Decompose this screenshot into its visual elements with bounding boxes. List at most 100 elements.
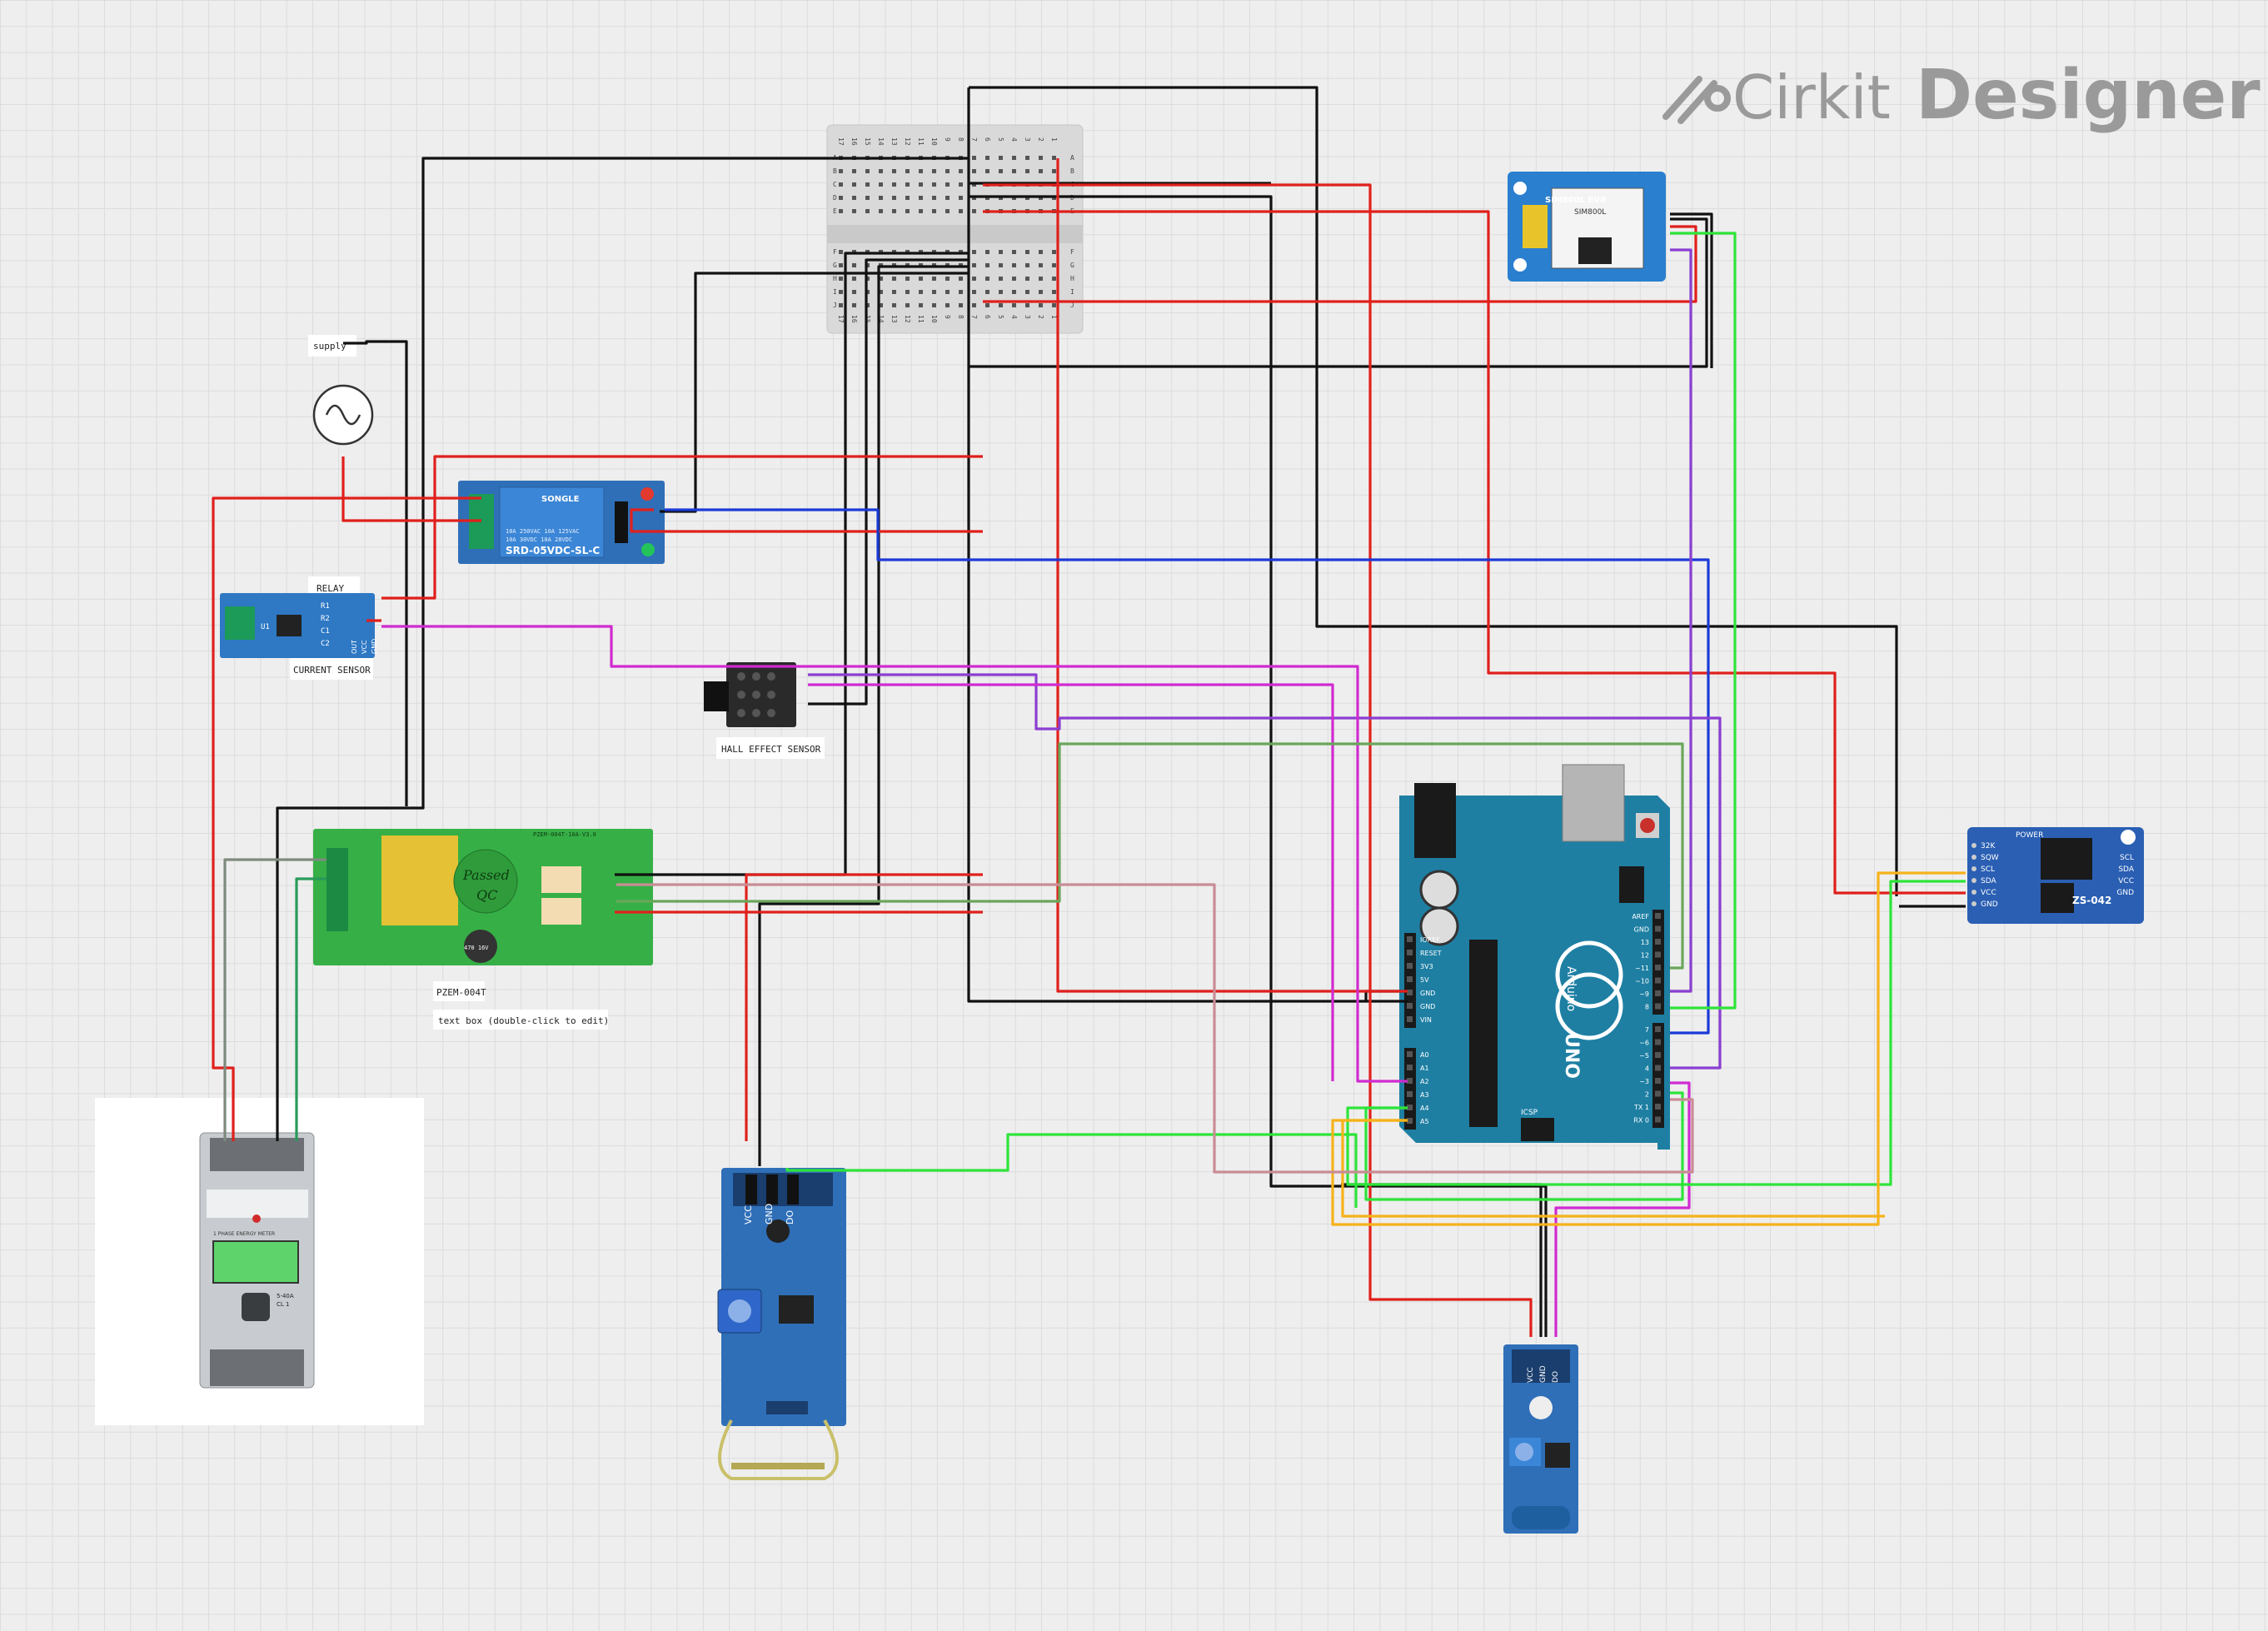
breadboard-hole[interactable] — [852, 169, 856, 173]
breadboard-hole[interactable] — [972, 169, 976, 173]
breadboard-hole[interactable] — [919, 277, 923, 281]
breadboard-hole[interactable] — [839, 209, 843, 213]
breadboard-hole[interactable] — [905, 209, 910, 213]
breadboard-hole[interactable] — [945, 182, 950, 187]
breadboard-hole[interactable] — [1052, 263, 1056, 267]
breadboard-hole[interactable] — [879, 290, 883, 294]
breadboard-hole[interactable] — [1025, 169, 1029, 173]
breadboard-hole[interactable] — [879, 303, 883, 307]
breadboard-hole[interactable] — [945, 169, 950, 173]
arduino-pin[interactable] — [1655, 977, 1661, 984]
arduino-pin[interactable] — [1407, 1051, 1413, 1057]
wire-red-9[interactable] — [745, 873, 983, 1141]
breadboard-hole[interactable] — [919, 303, 923, 307]
breadboard-hole[interactable] — [972, 250, 976, 254]
breadboard-hole[interactable] — [905, 169, 910, 173]
wire-pink-1[interactable] — [616, 883, 1694, 1174]
breadboard-hole[interactable] — [839, 169, 843, 173]
wire-black-5[interactable] — [969, 195, 1548, 1337]
rtc-pin[interactable] — [1971, 866, 1976, 871]
breadboard-hole[interactable] — [985, 169, 989, 173]
breadboard-hole[interactable] — [1012, 169, 1016, 173]
breadboard-hole[interactable] — [985, 303, 989, 307]
breadboard-hole[interactable] — [1039, 263, 1043, 267]
breadboard-hole[interactable] — [1012, 290, 1016, 294]
breadboard-hole[interactable] — [1052, 156, 1056, 160]
breadboard-hole[interactable] — [959, 290, 963, 294]
breadboard-hole[interactable] — [1012, 303, 1016, 307]
breadboard-hole[interactable] — [852, 209, 856, 213]
breadboard-hole[interactable] — [945, 290, 950, 294]
wire-darkgreen-3[interactable] — [295, 877, 326, 1141]
rtc-pin[interactable] — [1971, 890, 1976, 895]
wire-black-10[interactable] — [343, 340, 408, 806]
arduino-pin[interactable] — [1407, 936, 1413, 942]
breadboard-hole[interactable] — [892, 290, 896, 294]
breadboard-hole[interactable] — [905, 196, 910, 200]
wire-black-9[interactable] — [758, 265, 969, 1166]
wire-darkgreen-2[interactable] — [223, 858, 326, 1141]
wire-red-7[interactable] — [341, 456, 481, 522]
breadboard-hole[interactable] — [879, 209, 883, 213]
breadboard-hole[interactable] — [932, 182, 936, 187]
breadboard-hole[interactable] — [999, 169, 1003, 173]
pzem-module[interactable]: Passed QC 470 16V PZEM-004T-10A-V3.0 PZE… — [313, 829, 653, 1030]
breadboard-hole[interactable] — [945, 196, 950, 200]
breadboard-hole[interactable] — [852, 303, 856, 307]
wire-black-4[interactable] — [276, 157, 969, 1141]
wire-red-1[interactable] — [1056, 158, 1408, 993]
wire-blue-1[interactable] — [665, 508, 1710, 1035]
wire-magenta-3[interactable] — [808, 683, 1334, 1081]
breadboard-hole[interactable] — [959, 169, 963, 173]
arduino-pin[interactable] — [1655, 939, 1661, 945]
rtc-pin[interactable] — [1971, 878, 1976, 883]
wire-red-6[interactable] — [630, 508, 983, 533]
breadboard-hole[interactable] — [999, 290, 1003, 294]
breadboard-hole[interactable] — [1052, 277, 1056, 281]
wire-black-14[interactable] — [1670, 212, 1713, 368]
breadboard-hole[interactable] — [972, 303, 976, 307]
breadboard-hole[interactable] — [865, 182, 870, 187]
breadboard-hole[interactable] — [999, 250, 1003, 254]
breadboard-hole[interactable] — [932, 290, 936, 294]
arduino-pin[interactable] — [1407, 1003, 1413, 1009]
breadboard-hole[interactable] — [839, 182, 843, 187]
breadboard-hole[interactable] — [1025, 303, 1029, 307]
breadboard-hole[interactable] — [839, 263, 843, 267]
arduino-pin[interactable] — [1407, 1065, 1413, 1070]
breadboard-hole[interactable] — [972, 290, 976, 294]
rtc-pin[interactable] — [1971, 855, 1976, 860]
wire-black-7[interactable] — [808, 258, 969, 706]
breadboard-hole[interactable] — [1052, 169, 1056, 173]
wire-red-2[interactable] — [983, 183, 1533, 1337]
breadboard-hole[interactable] — [972, 263, 976, 267]
breadboard-hole[interactable] — [1025, 156, 1029, 160]
breadboard-hole[interactable] — [919, 209, 923, 213]
breadboard-hole[interactable] — [932, 196, 936, 200]
wire-green-3[interactable] — [785, 1133, 1358, 1208]
rtc-pin[interactable] — [1971, 901, 1976, 906]
breadboard-hole[interactable] — [1039, 156, 1043, 160]
breadboard-hole[interactable] — [865, 196, 870, 200]
wire-darkgreen-1[interactable] — [616, 742, 1684, 970]
arduino-pin[interactable] — [1655, 1065, 1661, 1071]
arduino-pin[interactable] — [1407, 950, 1413, 955]
breadboard-hole[interactable] — [945, 303, 950, 307]
breadboard-hole[interactable] — [892, 196, 896, 200]
breadboard-hole[interactable] — [892, 277, 896, 281]
breadboard-hole[interactable] — [999, 263, 1003, 267]
breadboard-hole[interactable] — [972, 209, 976, 213]
breadboard-hole[interactable] — [852, 182, 856, 187]
breadboard-hole[interactable] — [932, 277, 936, 281]
breadboard-hole[interactable] — [865, 169, 870, 173]
breadboard-hole[interactable] — [999, 277, 1003, 281]
arduino-pin[interactable] — [1655, 965, 1661, 970]
hall-effect-sensor[interactable]: HALL EFFECT SENSOR — [704, 662, 825, 759]
breadboard-hole[interactable] — [1025, 277, 1029, 281]
breadboard-hole[interactable] — [1039, 303, 1043, 307]
breadboard-hole[interactable] — [1039, 277, 1043, 281]
breadboard-hole[interactable] — [839, 196, 843, 200]
arduino-pin[interactable] — [1655, 1052, 1661, 1058]
breadboard-hole[interactable] — [1039, 169, 1043, 173]
arduino-pin[interactable] — [1655, 1104, 1661, 1110]
